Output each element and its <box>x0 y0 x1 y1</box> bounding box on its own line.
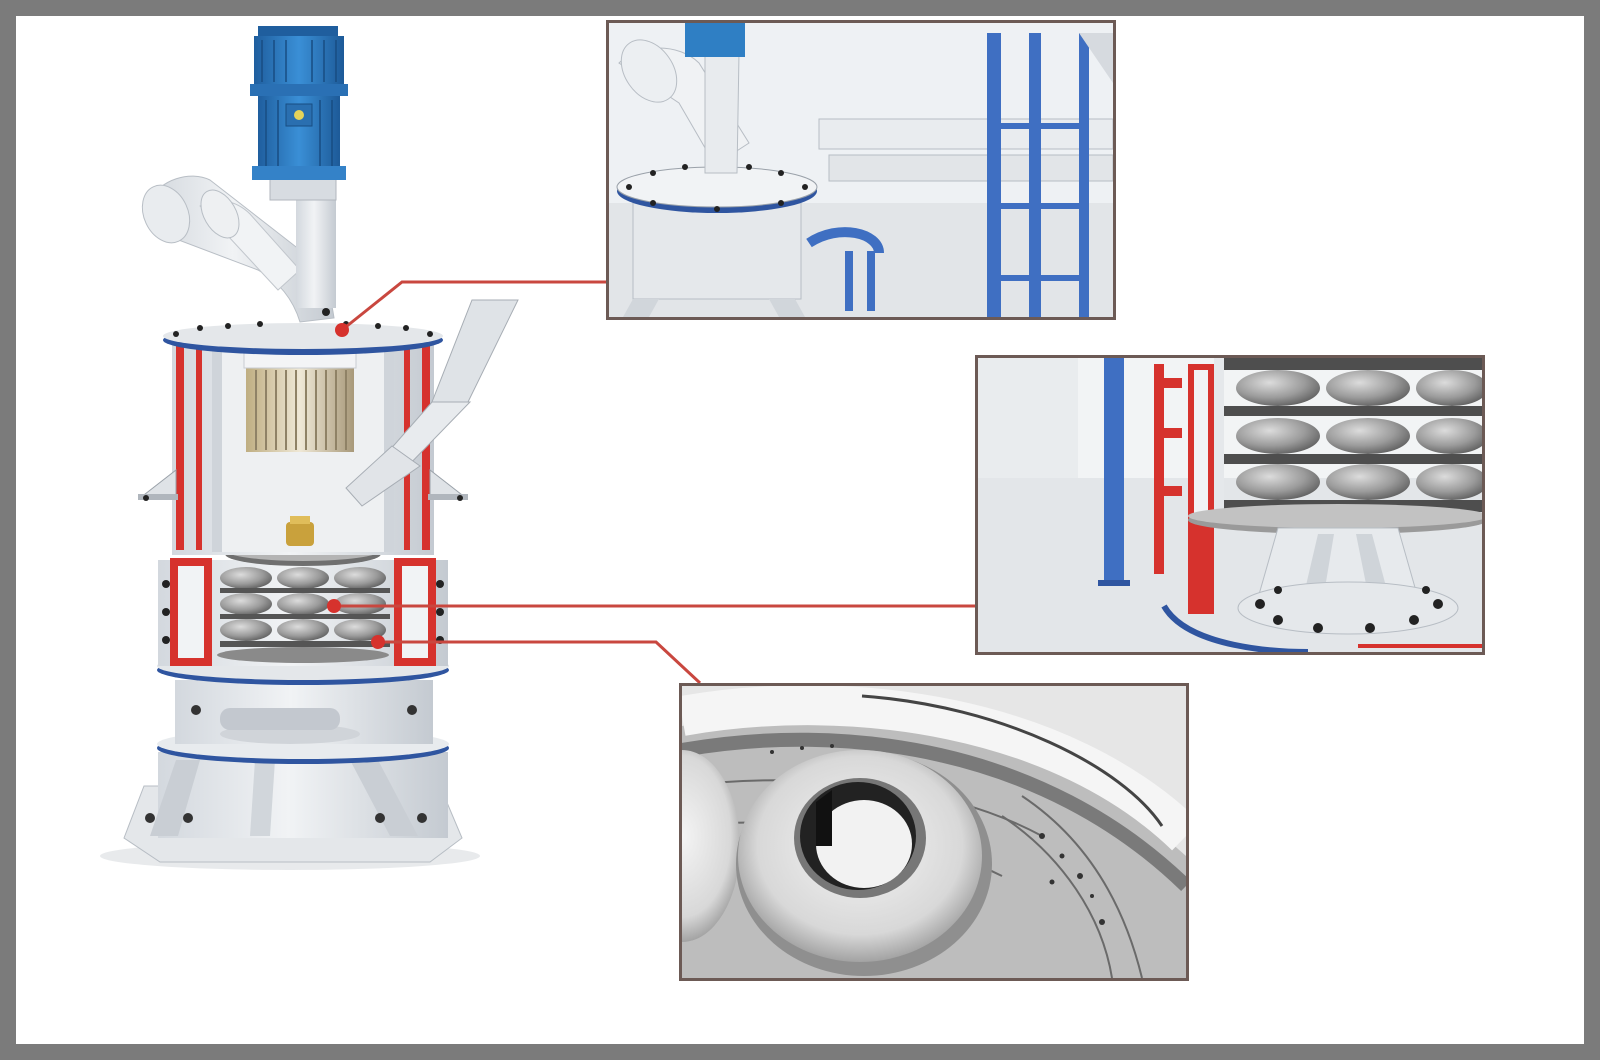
roller-stack-detail-icon <box>978 358 1482 652</box>
leader-line-top <box>341 280 606 332</box>
callout-marker-right <box>327 599 341 613</box>
top-flange <box>163 321 443 355</box>
callout-marker-top <box>335 323 349 337</box>
feed-chute <box>345 299 519 507</box>
detail-roller-rows <box>1224 358 1482 512</box>
roller-row-2 <box>220 593 386 615</box>
roller-stack <box>217 567 390 663</box>
lower-ring <box>157 680 449 764</box>
flange-detail-icon <box>609 23 1113 317</box>
base-pedestal <box>123 752 463 863</box>
main-roller <box>736 750 992 976</box>
inset-roller-ring-detail <box>679 683 1189 981</box>
leader-line-bottom <box>378 640 702 685</box>
roller-row-3 <box>220 619 386 641</box>
inset-top-flange-detail <box>606 20 1116 320</box>
leader-lines <box>334 280 975 685</box>
drive-motor <box>250 26 348 180</box>
outlet-y-pipe <box>141 175 337 323</box>
roller-ring-detail-icon <box>682 686 1186 978</box>
roller-row-1 <box>220 567 386 589</box>
callout-markers <box>327 323 385 649</box>
callout-marker-bottom <box>371 635 385 649</box>
inset-roller-stack-detail <box>975 355 1485 655</box>
